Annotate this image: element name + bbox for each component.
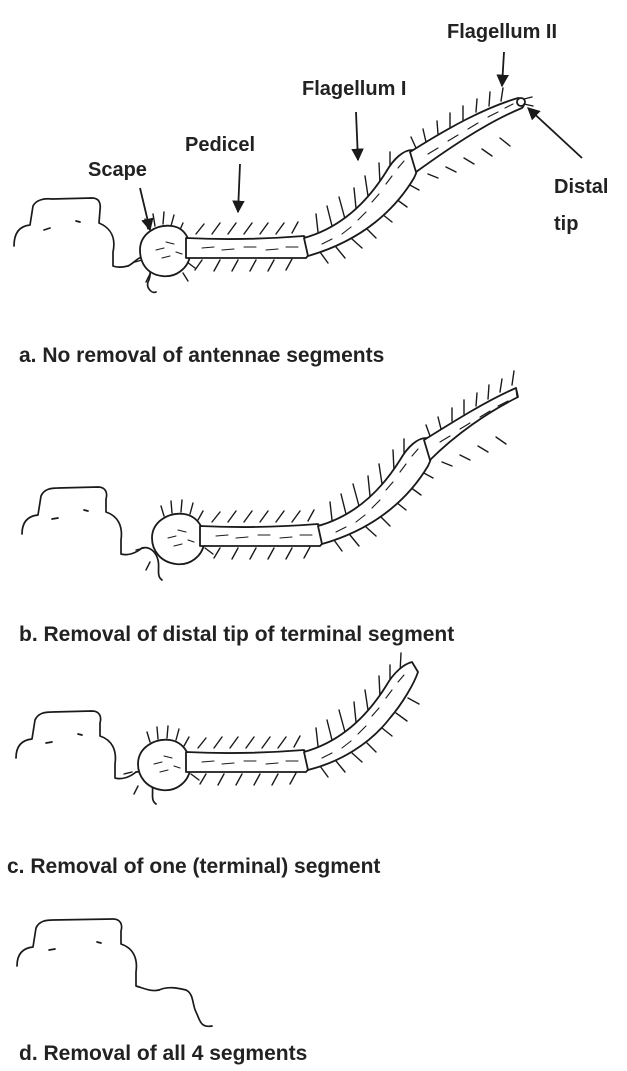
label-pedicel: Pedicel	[185, 134, 255, 156]
panel-a: Scape Pedicel Flagellum I Flagellum II D…	[14, 21, 608, 367]
antenna-one-segment-removed	[124, 653, 419, 804]
antenna-socket-outline	[159, 988, 212, 1027]
part-labels: Scape Pedicel Flagellum I Flagellum II D…	[88, 21, 608, 235]
antenna-intact	[128, 88, 533, 292]
label-flagellum-1: Flagellum I	[302, 78, 406, 100]
label-tip: tip	[554, 213, 578, 235]
caption-b: b. Removal of distal tip of terminal seg…	[19, 623, 454, 646]
panel-c: c. Removal of one (terminal) segment	[7, 653, 419, 878]
scape-segment	[140, 226, 190, 277]
head-outline	[14, 198, 128, 267]
arrow-distal-tip	[528, 108, 582, 158]
arrow-scape	[140, 188, 150, 230]
flagellum-2-segment	[410, 98, 524, 172]
label-scape: Scape	[88, 159, 147, 181]
head-outline	[17, 919, 212, 1026]
arrow-flagellum-1	[356, 112, 358, 160]
caption-d: d. Removal of all 4 segments	[19, 1042, 307, 1065]
arrow-pedicel	[238, 164, 240, 212]
panel-b: b. Removal of distal tip of terminal seg…	[19, 371, 518, 646]
panel-d: d. Removal of all 4 segments	[17, 919, 307, 1065]
head-outline	[16, 711, 136, 779]
arrow-flagellum-2	[502, 52, 504, 86]
head-outline	[22, 487, 142, 555]
label-flagellum-2: Flagellum II	[447, 21, 557, 43]
antenna-tip-removed	[136, 371, 518, 580]
caption-c: c. Removal of one (terminal) segment	[7, 855, 380, 878]
caption-a: a. No removal of antennae segments	[19, 344, 384, 367]
label-distal: Distal	[554, 176, 608, 198]
